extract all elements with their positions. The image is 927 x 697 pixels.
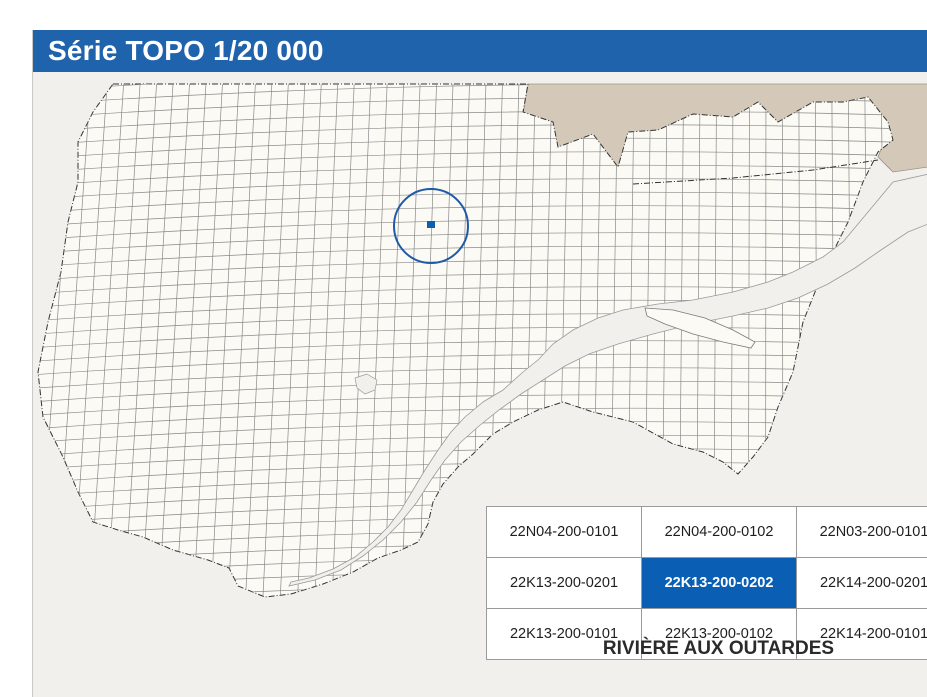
grid-line-horizontal bbox=[38, 191, 893, 214]
grid-line-horizontal bbox=[38, 313, 893, 336]
grid-line-vertical bbox=[257, 84, 290, 597]
adjacent-sheet-cell[interactable]: 22K14-200-0201 bbox=[796, 557, 927, 609]
grid-line-horizontal bbox=[38, 245, 893, 268]
grid-line-horizontal bbox=[38, 151, 893, 174]
grid-line-horizontal bbox=[38, 299, 893, 322]
page-title: Série TOPO 1/20 000 bbox=[48, 35, 324, 66]
grid-line-horizontal bbox=[38, 137, 893, 160]
grid-line-vertical bbox=[275, 84, 306, 597]
adjacent-sheet-cell[interactable]: 22K13-200-0102 bbox=[641, 608, 797, 660]
grid-line-horizontal bbox=[38, 164, 893, 187]
boundary-line bbox=[632, 159, 879, 185]
lake bbox=[354, 373, 378, 395]
map-sheet-name: RIVIÈRE AUX OUTARDES bbox=[602, 638, 835, 659]
grid-line-horizontal bbox=[38, 205, 893, 228]
saint-lawrence-estuary bbox=[288, 174, 927, 587]
adjacent-sheet-cell[interactable]: 22K14-200-0101 bbox=[796, 608, 927, 660]
title-bar: Série TOPO 1/20 000 bbox=[33, 30, 927, 72]
adjacent-sheet-cell[interactable]: 22N04-200-0102 bbox=[641, 506, 797, 558]
grid-line-horizontal bbox=[38, 259, 893, 282]
grid-line-horizontal bbox=[38, 218, 893, 241]
grid-line-horizontal bbox=[38, 178, 893, 201]
adjacent-sheet-cell[interactable]: 22N03-200-0101 bbox=[796, 506, 927, 558]
adjacent-sheet-cell[interactable]: 22K13-200-0201 bbox=[486, 557, 642, 609]
land-area bbox=[37, 83, 894, 598]
adjacent-sheet-cell[interactable]: 22K13-200-0101 bbox=[486, 608, 642, 660]
adjacent-sheet-cell[interactable]: 22N04-200-0101 bbox=[486, 506, 642, 558]
grid-line-horizontal bbox=[38, 232, 893, 255]
grid-line-horizontal bbox=[38, 124, 893, 147]
locator-circle bbox=[393, 188, 469, 264]
current-sheet-marker[interactable] bbox=[427, 221, 435, 228]
anticosti-island bbox=[644, 307, 756, 349]
current-sheet-cell[interactable]: 22K13-200-0202 bbox=[641, 557, 797, 609]
